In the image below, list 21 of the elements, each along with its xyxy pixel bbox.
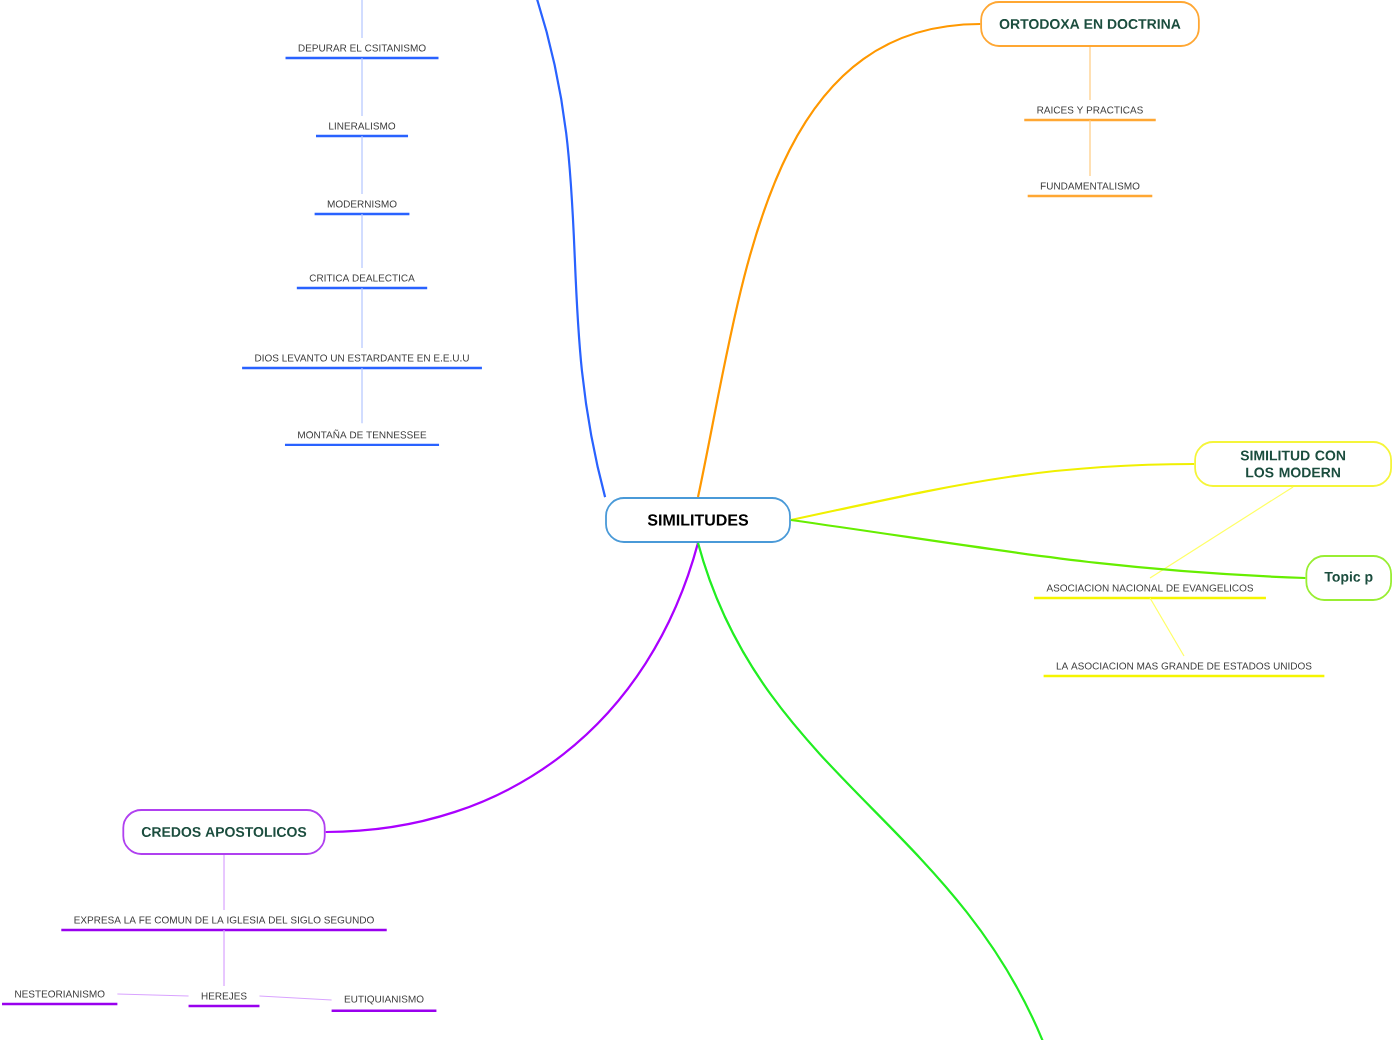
connector-line — [361, 287, 363, 349]
branch-line — [534, 0, 607, 498]
connector-line — [223, 929, 225, 987]
connector-line — [1149, 597, 1185, 657]
connector-line — [361, 0, 363, 39]
branch-line — [696, 542, 1045, 1040]
connector-line — [223, 854, 225, 911]
connector-line — [116, 993, 190, 997]
connector-line — [1089, 46, 1091, 101]
branch-line — [325, 542, 700, 834]
central-topic-box: SIMILITUDES — [605, 497, 791, 543]
connector-line — [1149, 486, 1294, 579]
connector-line — [361, 57, 363, 117]
connector-line — [361, 367, 363, 424]
branch-line — [790, 518, 1306, 580]
connector-line — [361, 213, 363, 269]
branch-line — [790, 462, 1195, 522]
connector-line — [1089, 119, 1091, 177]
connector-line — [258, 995, 333, 1001]
branch-line — [696, 22, 981, 498]
connector-line — [361, 135, 363, 195]
